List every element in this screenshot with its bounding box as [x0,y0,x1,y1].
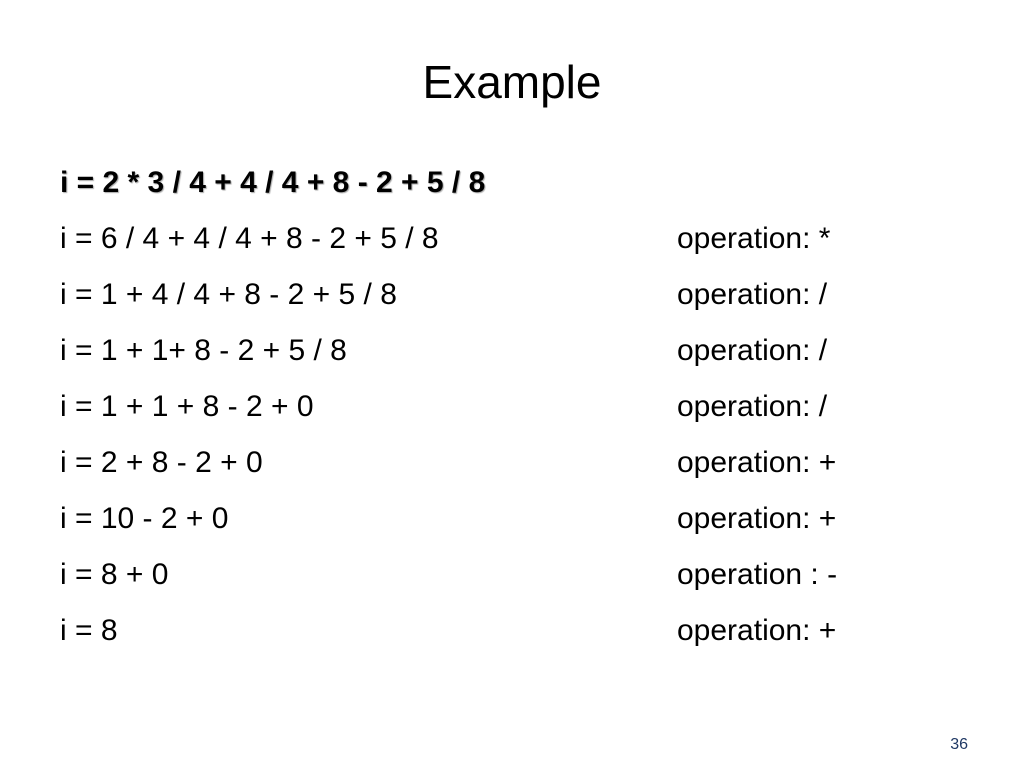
step-expression: i = 8 [60,614,118,647]
step-expression: i = 6 / 4 + 4 / 4 + 8 - 2 + 5 / 8 [60,222,439,255]
step-expression: i = 1 + 4 / 4 + 8 - 2 + 5 / 8 [60,278,397,311]
step-expression: i = 1 + 1+ 8 - 2 + 5 / 8 [60,334,347,367]
step-expression: i = 8 + 0 [60,558,169,591]
step-row-7: i = 8 + 0 operation : - [60,547,960,603]
step-expression: i = 2 + 8 - 2 + 0 [60,446,263,479]
step-operation: operation: / [677,334,828,367]
step-operation: operation: / [677,278,828,311]
evaluation-steps: i = 2 * 3 / 4 + 4 / 4 + 8 - 2 + 5 / 8 i … [60,155,960,659]
step-row-5: i = 2 + 8 - 2 + 0 operation: + [60,435,960,491]
step-row-6: i = 10 - 2 + 0 operation: + [60,491,960,547]
step-row-2: i = 1 + 4 / 4 + 8 - 2 + 5 / 8 operation:… [60,267,960,323]
step-expression: i = 10 - 2 + 0 [60,502,229,535]
step-operation: operation: + [677,614,837,647]
step-operation: operation: / [677,390,828,423]
step-operation: operation: + [677,446,837,479]
step-row-3: i = 1 + 1+ 8 - 2 + 5 / 8 operation: / [60,323,960,379]
step-expression: i = 2 * 3 / 4 + 4 / 4 + 8 - 2 + 5 / 8 [60,166,486,199]
step-row-1: i = 6 / 4 + 4 / 4 + 8 - 2 + 5 / 8 operat… [60,211,960,267]
step-row-8: i = 8 operation: + [60,603,960,659]
step-row-0: i = 2 * 3 / 4 + 4 / 4 + 8 - 2 + 5 / 8 [60,155,960,211]
step-row-4: i = 1 + 1 + 8 - 2 + 0 operation: / [60,379,960,435]
step-operation: operation: + [677,502,837,535]
step-expression: i = 1 + 1 + 8 - 2 + 0 [60,390,314,423]
step-operation: operation : - [677,558,838,591]
slide-title: Example [422,56,602,108]
page-number: 36 [950,736,968,753]
step-operation: operation: * [677,222,831,255]
